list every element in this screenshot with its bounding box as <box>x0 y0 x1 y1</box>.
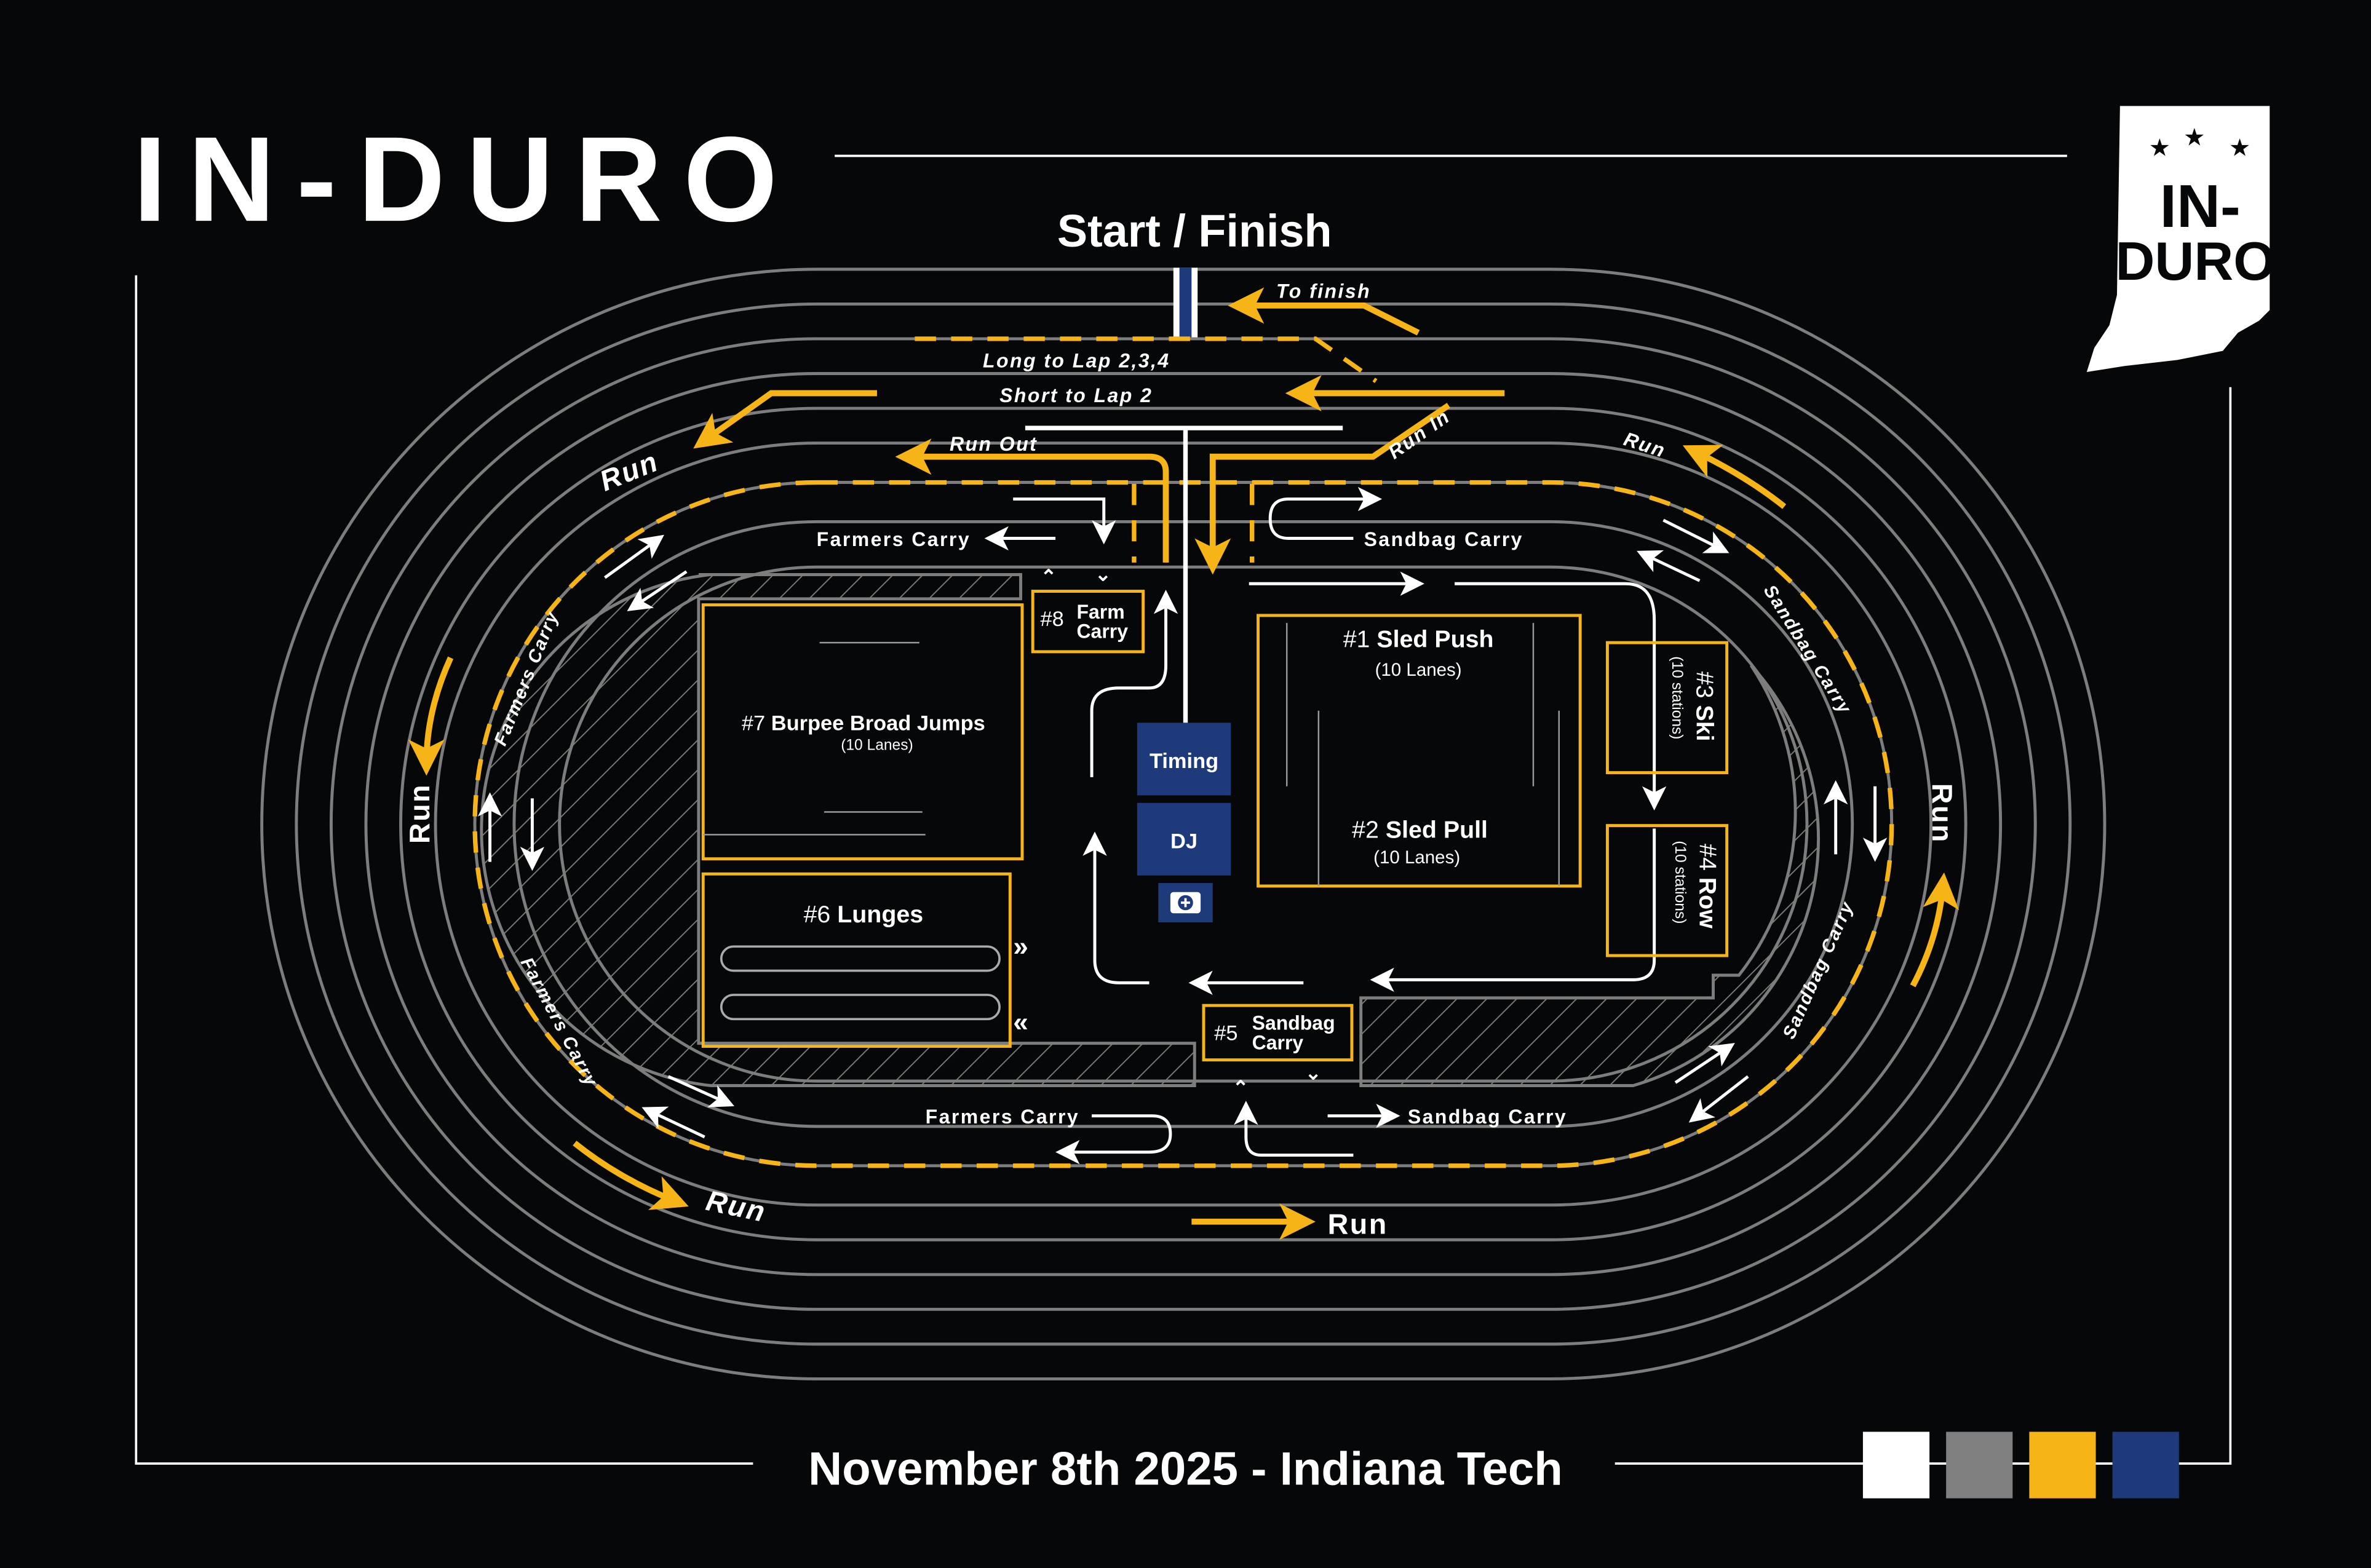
svg-text:⌄: ⌄ <box>1305 1062 1322 1084</box>
track-lane-line <box>434 441 1933 1207</box>
sandbag-carry-label-bottom: Sandbag Carry <box>1408 1106 1567 1128</box>
swatch-navy <box>2112 1431 2179 1499</box>
svg-text:DURO: DURO <box>2116 231 2276 291</box>
svg-text:★: ★ <box>2149 134 2170 161</box>
svg-text:(10 stations): (10 stations) <box>1672 841 1688 924</box>
timing-gantry <box>1025 426 1343 723</box>
svg-text:⌄: ⌄ <box>1095 563 1111 585</box>
svg-text:#7 Burpee Broad Jumps: #7 Burpee Broad Jumps <box>742 712 985 735</box>
infield-hatch-right <box>1359 664 1821 1087</box>
track-lane-line <box>329 337 2037 1311</box>
station-3-ski: #3 Ski (10 stations) <box>1605 641 1729 775</box>
frame <box>135 275 2232 1465</box>
sandbag-carry-label-top: Sandbag Carry <box>1364 528 1523 550</box>
svg-text:#3 Ski: #3 Ski <box>1691 671 1718 742</box>
station-1-2-sled: #1 Sled Push (10 Lanes) #2 Sled Pull (10… <box>1257 614 1582 888</box>
svg-text:(10 Lanes): (10 Lanes) <box>841 737 913 754</box>
svg-text:#6 Lunges: #6 Lunges <box>804 901 924 928</box>
dj-label: DJ <box>1170 830 1197 853</box>
svg-text:IN-: IN- <box>2160 172 2241 240</box>
farmers-carry-label-bottom: Farmers Carry <box>926 1106 1079 1128</box>
svg-text:★: ★ <box>2229 134 2250 161</box>
run-label-bottom: Run <box>1328 1208 1388 1240</box>
run-label-left: Run <box>403 783 435 844</box>
svg-text:(10 Lanes): (10 Lanes) <box>1373 847 1460 868</box>
track-lane-line <box>364 372 2003 1277</box>
svg-text:Carry: Carry <box>1076 620 1128 643</box>
svg-text:«: « <box>1013 1007 1028 1037</box>
swatch-grey <box>1946 1431 2013 1499</box>
event-title: IN-DURO <box>133 111 798 247</box>
svg-text:Sandbag: Sandbag <box>1252 1012 1335 1034</box>
swatch-white <box>1862 1431 1930 1499</box>
svg-text:»: » <box>1013 932 1028 962</box>
track-lane-line <box>295 302 2072 1346</box>
svg-text:(10 Lanes): (10 Lanes) <box>1375 660 1462 680</box>
to-finish-label: To finish <box>1276 280 1371 303</box>
infield-hatch-left <box>480 573 1196 1087</box>
track-lane-line <box>260 267 2107 1380</box>
timing-label: Timing <box>1150 750 1218 773</box>
svg-text:Carry: Carry <box>1252 1031 1304 1053</box>
track-lane-line <box>399 406 1968 1241</box>
short-to-lap-label: Short to Lap 2 <box>999 384 1153 406</box>
timing-tent <box>1137 723 1231 796</box>
svg-text:#8: #8 <box>1040 608 1063 631</box>
svg-text:#1 Sled Push: #1 Sled Push <box>1343 626 1494 653</box>
swatch-yellow <box>2029 1431 2096 1499</box>
svg-text:#4 Row: #4 Row <box>1694 844 1721 929</box>
run-out-label: Run Out <box>950 433 1038 455</box>
run-label-right: Run <box>1926 783 1958 844</box>
svg-text:Farm: Farm <box>1076 601 1124 623</box>
station-6-lunges: #6 Lunges » « <box>701 872 1028 1048</box>
indiana-logo: ★ ★ ★ IN- DURO <box>2086 106 2276 373</box>
svg-text:⌃: ⌃ <box>1233 1077 1249 1099</box>
color-swatches <box>1862 1431 2179 1499</box>
svg-text:#2 Sled Pull: #2 Sled Pull <box>1352 816 1488 843</box>
route-arrows <box>408 287 1960 1240</box>
flow-arrows <box>477 486 1888 1165</box>
farmers-carry-label-top: Farmers Carry <box>817 528 971 550</box>
event-date: November 8th 2025 - Indiana Tech <box>808 1443 1563 1495</box>
dj-booth <box>1137 802 1231 876</box>
long-to-lap-label: Long to Lap 2,3,4 <box>983 350 1170 372</box>
svg-text:⌃: ⌃ <box>1040 566 1057 588</box>
track-lane-line <box>473 481 1894 1168</box>
svg-text:#5: #5 <box>1214 1022 1237 1045</box>
station-8-farm-carry: #8 Farm Carry ⌃ ⌄ <box>1031 563 1145 654</box>
svg-text:(10 stations): (10 stations) <box>1669 656 1685 739</box>
station-4-row: #4 Row (10 stations) <box>1605 824 1729 957</box>
start-finish-label: Start / Finish <box>1057 205 1332 256</box>
station-5-sandbag-carry: #5 Sandbag Carry ⌃ ⌄ <box>1202 1004 1354 1099</box>
station-7-burpee-broad-jumps: #7 Burpee Broad Jumps (10 Lanes) <box>701 603 1024 861</box>
svg-text:★: ★ <box>2183 124 2205 151</box>
first-aid-icon <box>1158 883 1213 922</box>
